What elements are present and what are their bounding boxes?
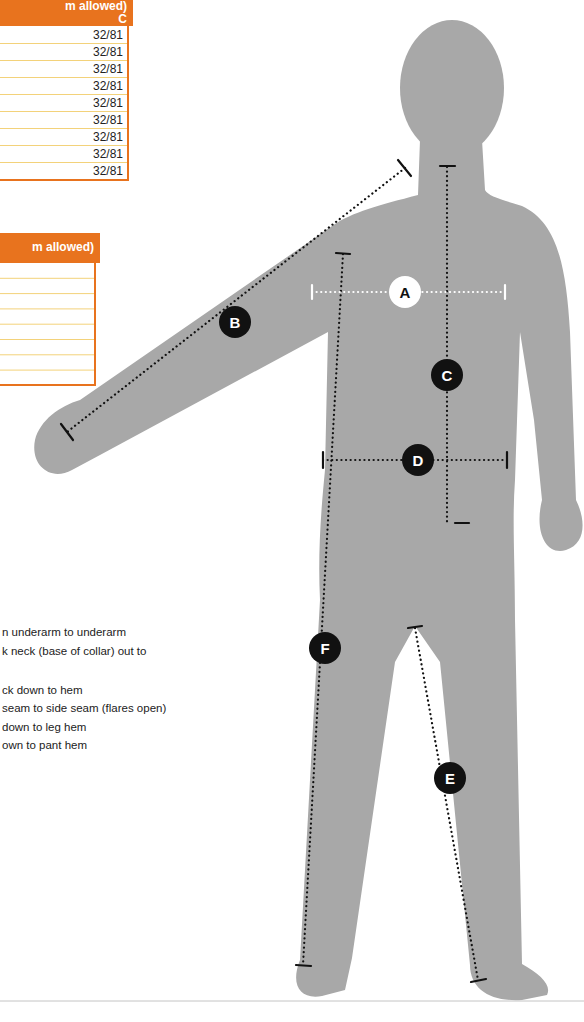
header-text: m allowed)	[0, 241, 94, 254]
table-header: m allowed)	[0, 233, 100, 263]
callout-circle: A	[389, 276, 421, 308]
table-cell: 32/81	[93, 79, 123, 93]
measurement-note: n underarm to underarm	[2, 625, 126, 639]
table-cell: 32/81	[93, 28, 123, 42]
rule-line	[0, 1001, 584, 1002]
header-text: m allowed)	[0, 0, 127, 13]
callout-circle: D	[402, 444, 434, 476]
callout-circle: B	[219, 306, 251, 338]
size-table	[0, 0, 129, 181]
measurement-note: ck down to hem	[2, 683, 83, 697]
callout-letter: E	[445, 771, 455, 786]
silhouette	[34, 20, 582, 1000]
measurement-note: seam to side seam (flares open)	[2, 701, 166, 715]
callout-letter: D	[413, 453, 424, 468]
measurement-note: k neck (base of collar) out to	[2, 644, 146, 658]
measurement-note: down to leg hem	[2, 720, 86, 734]
callout-letter: A	[400, 285, 411, 300]
table-cell: 32/81	[93, 147, 123, 161]
measurement-note: own to pant hem	[2, 738, 87, 752]
table-cell: 32/81	[93, 62, 123, 76]
header-text: C	[0, 13, 127, 26]
table-cell: 32/81	[93, 113, 123, 127]
measure-line	[61, 160, 507, 982]
callout-letter: B	[230, 315, 241, 330]
callout-circle: C	[431, 359, 463, 391]
callout-circle: E	[434, 762, 466, 794]
table-cell: 32/81	[93, 96, 123, 110]
table-header: m allowed)C	[0, 0, 133, 26]
table-cell: 32/81	[93, 130, 123, 144]
table-cell: 32/81	[93, 45, 123, 59]
table-cell: 32/81	[93, 164, 123, 178]
callout-letter: C	[442, 368, 453, 383]
measure-line	[312, 285, 505, 299]
callout-letter: F	[320, 641, 329, 656]
callout-circle: F	[309, 632, 341, 664]
